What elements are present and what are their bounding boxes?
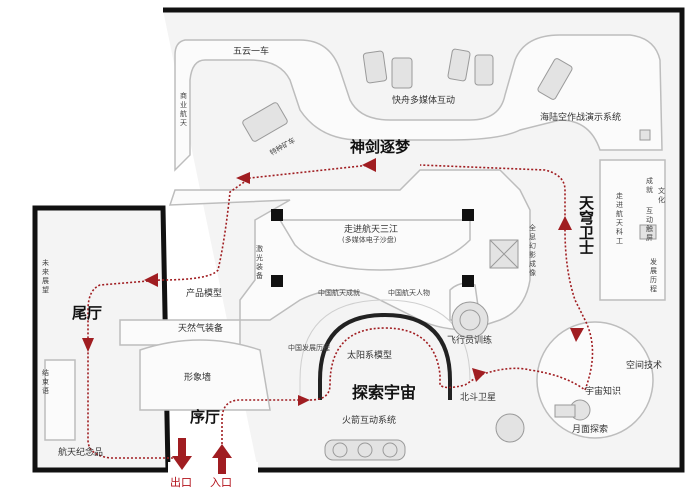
entrance-label: 入口 bbox=[210, 476, 232, 489]
label-jiguang-4: 备 bbox=[256, 271, 263, 280]
label-jiguang-2: 光 bbox=[256, 253, 263, 262]
label-zoujinke-5: 科 bbox=[616, 227, 623, 236]
label-shangye-1: 商 bbox=[180, 91, 187, 100]
label-weilai-1: 未 bbox=[42, 258, 49, 267]
label-huojian: 火箭互动系统 bbox=[342, 414, 396, 426]
label-tianran: 天然气装备 bbox=[178, 322, 223, 334]
label-cheng: 中国航天成就 bbox=[318, 288, 360, 297]
label-hudong-4: 屏 bbox=[646, 234, 653, 242]
label-jieshu-2: 束 bbox=[42, 378, 49, 386]
label-chengjiu-2: 就 bbox=[646, 185, 653, 194]
label-beidou: 北斗卫星 bbox=[460, 392, 496, 403]
label-haolu: 海陆空作战演示系统 bbox=[540, 111, 621, 123]
label-wenhua: 文 化 bbox=[658, 186, 665, 204]
label-hudong-3: 触 bbox=[646, 224, 653, 233]
hall-tansuo: 探索宇宙 bbox=[352, 383, 416, 402]
label-fazhanls-4: 程 bbox=[650, 284, 657, 293]
label-fazhanls-1: 发 bbox=[650, 257, 657, 266]
label-zoujinke-1: 走 bbox=[616, 192, 623, 200]
label-hudong: 互 动 触 屏 bbox=[646, 207, 653, 242]
hall-xuting: 序厅 bbox=[190, 408, 220, 426]
entrance-arrow bbox=[212, 444, 232, 474]
label-jinian: 航天纪念品 bbox=[58, 446, 103, 458]
label-weilai-2: 来 bbox=[42, 268, 49, 276]
label-fazhanls-3: 历 bbox=[650, 276, 657, 284]
label-zoujin-title: 走进航天三江 bbox=[344, 223, 398, 235]
label-xingxiang: 形象墙 bbox=[184, 371, 211, 383]
label-jieshu-3: 语 bbox=[42, 386, 49, 395]
label-jiguang-1: 激 bbox=[256, 244, 263, 253]
label-quanxi-4: 影 bbox=[529, 250, 536, 259]
universe-arc bbox=[318, 312, 452, 400]
label-chanpin: 产品模型 bbox=[186, 287, 222, 299]
door-gap bbox=[168, 462, 258, 474]
label-taiyang: 太阳系模型 bbox=[347, 349, 392, 361]
label-quanxi: 全 息 幻 影 成 像 bbox=[529, 223, 536, 277]
label-fazhanls: 发 展 历 程 bbox=[650, 257, 657, 293]
exhibit-furniture bbox=[242, 48, 657, 461]
label-weilai: 未 来 展 望 bbox=[42, 258, 49, 294]
label-weilai-4: 望 bbox=[42, 285, 49, 294]
label-wenhua-1: 文 bbox=[658, 186, 665, 195]
hall-weiting: 尾厅 bbox=[72, 304, 102, 322]
label-shangye-2: 业 bbox=[180, 100, 187, 109]
label-jiguang: 激 光 装 备 bbox=[256, 244, 263, 280]
label-shangye-3: 航 bbox=[180, 109, 187, 118]
exit-label: 出口 bbox=[170, 475, 192, 489]
label-chengjiu-1: 成 bbox=[646, 176, 653, 185]
label-hudong-2: 动 bbox=[646, 215, 653, 224]
hall-tianqiong: 天穹卫士 bbox=[577, 195, 595, 255]
route-arrows bbox=[82, 158, 584, 406]
label-chengjiu: 成 就 bbox=[646, 176, 653, 194]
label-jieshu-1: 结 bbox=[42, 368, 49, 377]
exit-arrow bbox=[172, 438, 192, 470]
label-kuaizhou: 快舟多媒体互动 bbox=[392, 94, 455, 106]
label-weilai-3: 展 bbox=[42, 277, 49, 285]
hall-tianqiong-text: 天穹卫士 bbox=[577, 195, 595, 255]
label-shangye: 商 业 航 天 bbox=[180, 91, 187, 127]
label-yuzhou: 宇宙知识 bbox=[585, 385, 621, 397]
label-quanxi-2: 息 bbox=[529, 232, 536, 241]
label-quanxi-3: 幻 bbox=[529, 241, 536, 250]
pillars bbox=[271, 209, 474, 287]
label-zoujinke-2: 进 bbox=[616, 201, 623, 209]
label-quanxi-5: 成 bbox=[529, 259, 536, 268]
label-zoujinke-4: 天 bbox=[616, 219, 623, 227]
label-quanxi-6: 像 bbox=[529, 268, 536, 277]
visit-route bbox=[87, 164, 594, 471]
label-zoujinke: 走 进 航 天 科 工 bbox=[616, 192, 623, 245]
universe-arc-inner bbox=[299, 299, 471, 400]
label-jieshu: 结 束 语 bbox=[42, 368, 49, 395]
label-shangye-4: 天 bbox=[180, 119, 187, 127]
label-fazhanls-2: 展 bbox=[650, 267, 657, 275]
label-kongjian: 空间技术 bbox=[626, 359, 662, 371]
label-quanxi-1: 全 bbox=[529, 223, 536, 232]
label-feixing: 飞行员训练 bbox=[447, 334, 492, 346]
label-yuemian: 月面探索 bbox=[572, 423, 608, 435]
label-fazhan: 中国发展历程 bbox=[288, 343, 330, 352]
label-wuyun: 五云一车 bbox=[233, 45, 269, 57]
label-hudong-1: 互 bbox=[646, 207, 653, 215]
label-wenhua-2: 化 bbox=[658, 195, 665, 204]
label-zoujinke-6: 工 bbox=[616, 237, 623, 245]
label-renwu: 中国航天人物 bbox=[388, 288, 430, 297]
label-zoujinke-3: 航 bbox=[616, 209, 623, 218]
hall-shenjian: 神剑逐梦 bbox=[350, 138, 411, 156]
label-jiguang-3: 装 bbox=[256, 262, 263, 271]
label-zoujin-sub: (多媒体电子沙盘) bbox=[342, 235, 397, 244]
